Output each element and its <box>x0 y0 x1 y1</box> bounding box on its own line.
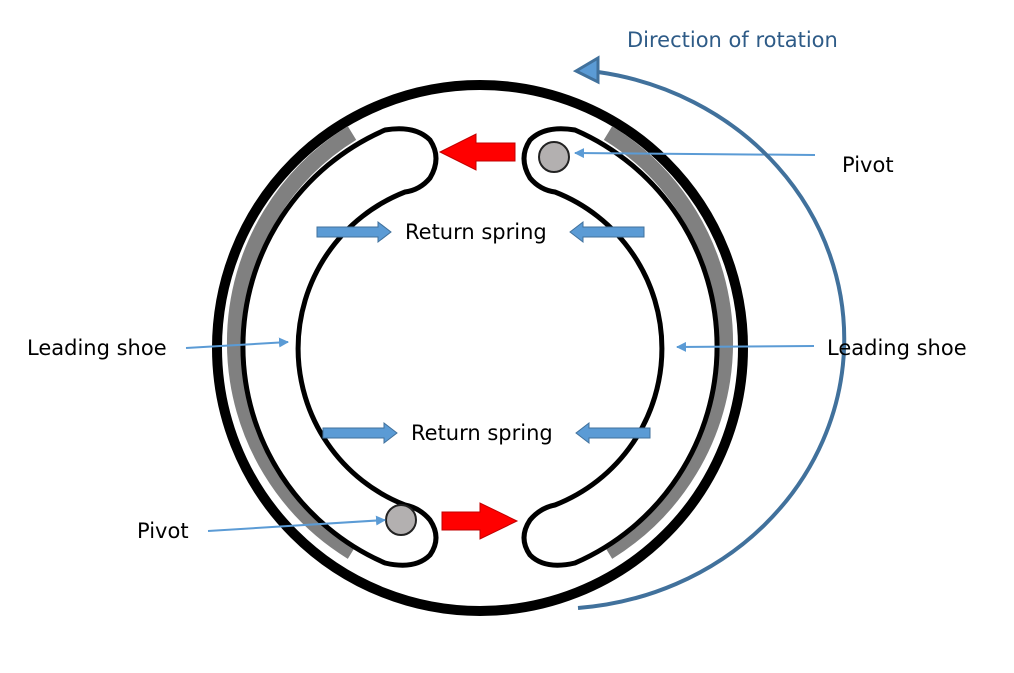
pivot-top <box>538 141 570 173</box>
right-leading-shoe <box>521 126 720 568</box>
label-pivot-top: Pivot <box>842 153 894 177</box>
left-leading-shoe <box>240 126 439 568</box>
left-lining <box>227 126 357 559</box>
rotation-arc <box>577 70 847 610</box>
right-lining <box>603 126 733 559</box>
pointer-pivot-bottom <box>207 515 386 532</box>
spring-arrow-bottom-left <box>322 421 398 445</box>
spring-arrow-bottom-right <box>575 421 651 445</box>
pointer-pivot-top <box>574 148 816 159</box>
label-pivot-bottom: Pivot <box>137 519 189 543</box>
spring-arrow-top-right <box>569 220 645 244</box>
label-return-spring-top: Return spring <box>405 220 547 244</box>
pointer-leading-shoe-right <box>676 341 815 352</box>
force-arrow-bottom <box>441 502 519 540</box>
spring-arrow-top-left <box>316 220 392 244</box>
label-leading-shoe-right: Leading shoe <box>827 336 967 360</box>
pointer-leading-shoe-left <box>185 337 289 349</box>
force-arrow-top <box>438 133 516 171</box>
direction-of-rotation-title: Direction of rotation <box>627 28 838 52</box>
label-return-spring-bottom: Return spring <box>411 421 553 445</box>
pivot-bottom <box>385 504 417 536</box>
brake-drum <box>212 80 748 616</box>
label-leading-shoe-left: Leading shoe <box>27 336 167 360</box>
rotation-arrowhead <box>572 55 600 85</box>
